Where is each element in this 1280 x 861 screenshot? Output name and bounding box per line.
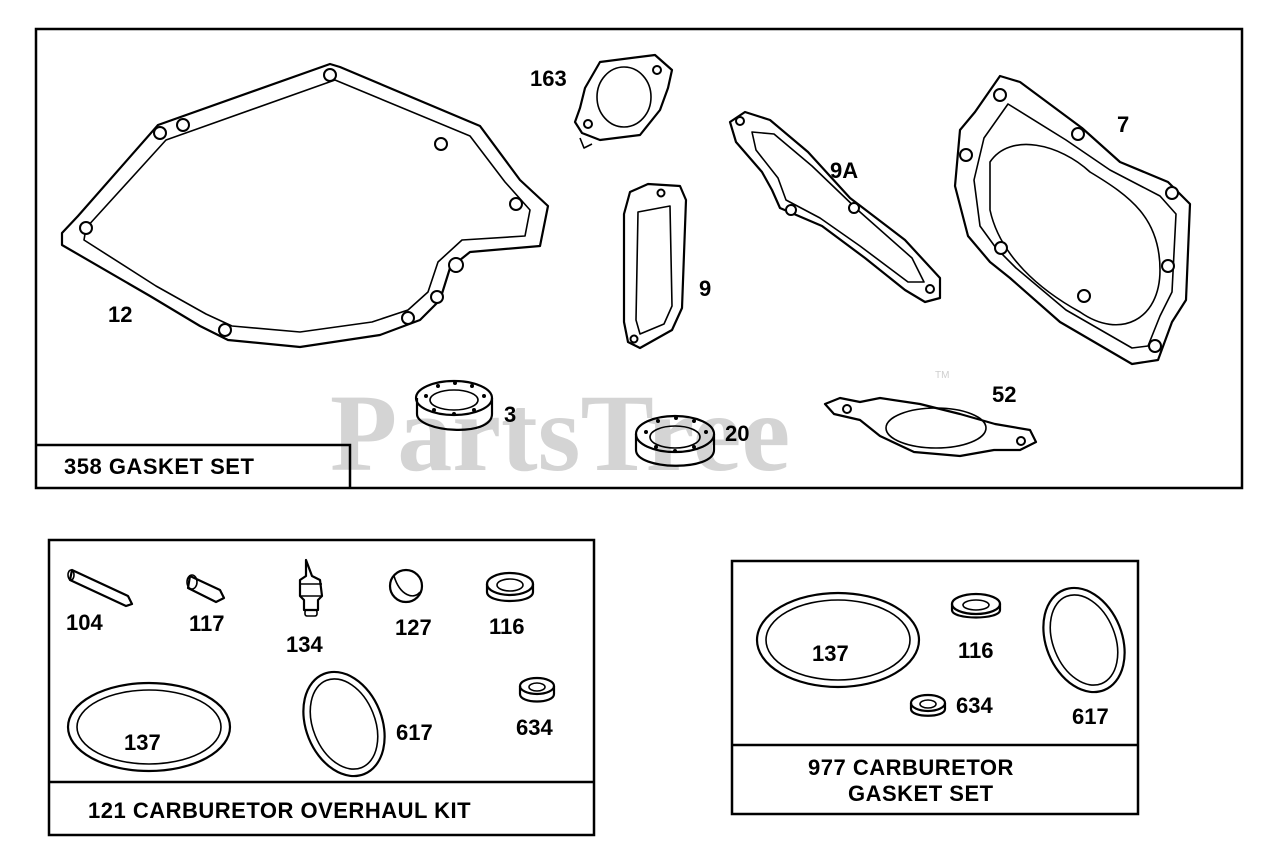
callout-20: 20 xyxy=(725,421,749,446)
part-3-oil-seal xyxy=(414,379,494,431)
callout-117: 117 xyxy=(189,611,225,636)
carb-gasket-set-title-line1: 977 CARBURETOR xyxy=(808,755,1014,780)
callout-116: 116 xyxy=(958,638,994,663)
callout-617: 617 xyxy=(396,720,433,745)
watermark: PartsTree xyxy=(330,372,790,494)
callout-163: 163 xyxy=(530,66,567,91)
part-12-crankcase-gasket xyxy=(60,62,550,349)
callout-116: 116 xyxy=(489,614,525,639)
callout-134: 134 xyxy=(286,632,323,657)
part-117-pin xyxy=(186,574,226,604)
callout-617: 617 xyxy=(1072,704,1109,729)
callout-104: 104 xyxy=(66,610,103,635)
carb-gasket-set-panel: 977 CARBURETOR GASKET SET 137 116 634 61… xyxy=(730,559,1140,816)
callout-137: 137 xyxy=(812,641,849,666)
part-137-bowl-gasket xyxy=(755,591,921,689)
part-634-washer xyxy=(518,676,556,703)
part-617-o-ring xyxy=(1042,586,1126,694)
part-20-oil-seal xyxy=(634,414,716,467)
part-127-welch-plug xyxy=(388,568,424,604)
callout-9a: 9A xyxy=(830,158,858,183)
gasket-set-title: 358 GASKET SET xyxy=(64,454,254,479)
part-9-gasket xyxy=(622,182,688,350)
part-617-o-ring xyxy=(302,670,386,778)
callout-7: 7 xyxy=(1117,112,1129,137)
part-163-gasket xyxy=(573,53,674,149)
part-104-pin xyxy=(67,568,134,608)
part-137-bowl-gasket xyxy=(66,681,232,773)
part-634-washer xyxy=(909,693,947,717)
part-134-inlet-needle xyxy=(298,558,324,617)
overhaul-kit-panel: 121 CARBURETOR OVERHAUL KIT 104 117 134 … xyxy=(47,538,596,837)
part-52-gasket xyxy=(823,396,1038,458)
callout-634: 634 xyxy=(516,715,553,740)
overhaul-kit-title: 121 CARBURETOR OVERHAUL KIT xyxy=(88,798,471,823)
callout-127: 127 xyxy=(395,615,432,640)
callout-12: 12 xyxy=(108,302,132,327)
gasket-set-panel: 358 GASKET SET 12 163 xyxy=(34,27,1244,490)
part-116-washer xyxy=(950,592,1002,619)
callout-9: 9 xyxy=(699,276,711,301)
part-116-washer xyxy=(485,571,535,602)
callout-52: 52 xyxy=(992,382,1016,407)
callout-634: 634 xyxy=(956,693,993,718)
part-9a-gasket xyxy=(728,110,942,304)
watermark-trademark: TM xyxy=(935,370,949,381)
carb-gasket-set-title-line2: GASKET SET xyxy=(848,781,994,806)
callout-3: 3 xyxy=(504,402,516,427)
callout-137: 137 xyxy=(124,730,161,755)
part-7-head-gasket xyxy=(953,74,1192,366)
